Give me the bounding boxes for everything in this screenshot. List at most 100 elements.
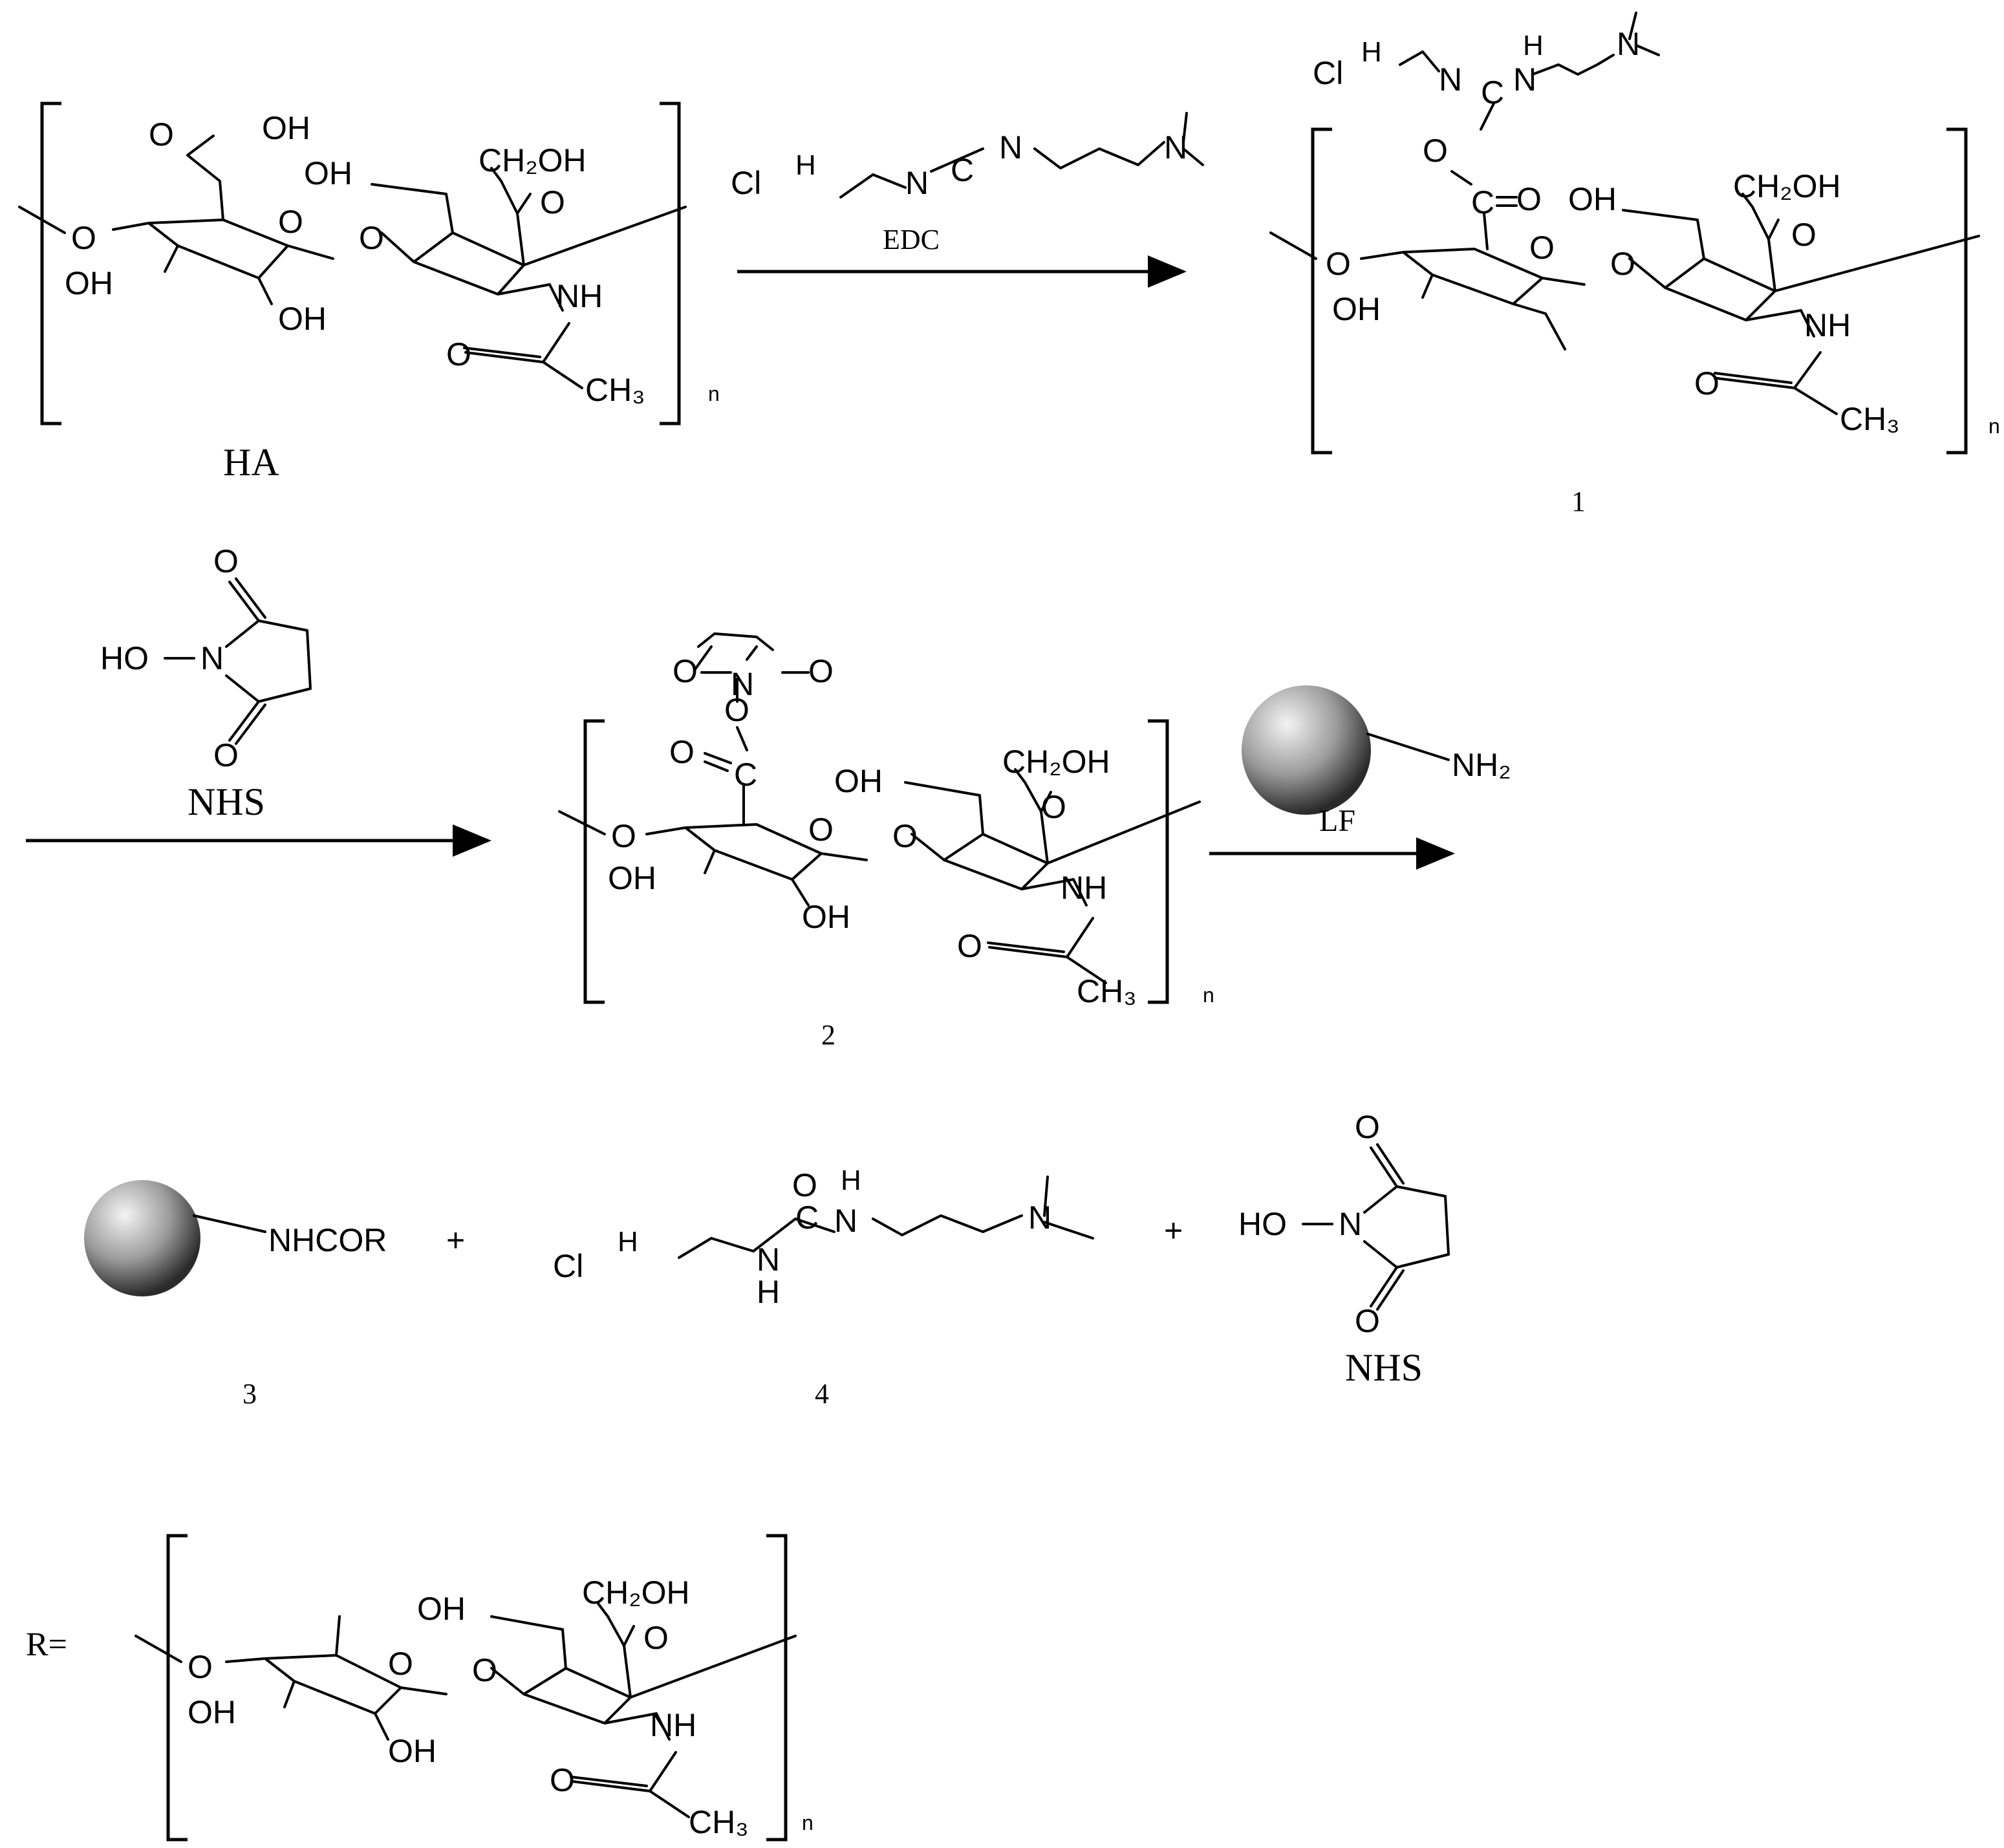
carbonyl-o-label: O (213, 737, 239, 773)
nh-label: NH (556, 278, 603, 314)
c-label: C (1471, 184, 1494, 220)
amide-o-label: O (1694, 365, 1719, 402)
o-link-left: O (1326, 246, 1351, 282)
carbonyl-o-label: O (1355, 1303, 1380, 1339)
c-label: C (734, 757, 757, 793)
reagent-label-edc: EDC (883, 224, 940, 255)
product-label-nhs: NHS (1345, 1346, 1423, 1389)
lf-bead-structure: NH₂ (1242, 685, 1511, 815)
compound-label-ha: HA (223, 441, 279, 484)
c-label: C (1481, 74, 1504, 111)
r-definition-label: R= (26, 1626, 67, 1663)
carbonyl-o-label: O (792, 1167, 817, 1203)
ch2oh-label: CH₂OH (1733, 168, 1841, 204)
ring-o-label: O (808, 811, 834, 848)
n-label: N (1617, 26, 1640, 62)
compound-2-structure: O N O O O C O O O OH OH OH CH₂OH O NH O … (558, 632, 1214, 1009)
cl-label: Cl (553, 1248, 583, 1284)
glyco-o-label: O (472, 1652, 497, 1688)
imide-o-label: O (808, 653, 834, 689)
oh-label: OH (417, 1591, 466, 1627)
ch2oh-label: CH₂OH (479, 142, 587, 178)
nh2-label: NH₂ (1452, 747, 1511, 783)
o-link-left: O (611, 818, 636, 854)
ring-o-label: O (1529, 230, 1555, 266)
oh-label: OH (802, 899, 850, 935)
nh-label: NH (650, 1707, 696, 1743)
c-label: C (795, 1199, 819, 1236)
o-link-left: O (71, 220, 96, 256)
ha-structure: O O OH OH O O OH OH CH₂OH O NH O CH₃ n (18, 102, 720, 425)
carbonyl-o-label: O (1355, 1109, 1380, 1145)
oh-label: OH (304, 155, 352, 191)
oh-label: OH (278, 301, 327, 337)
ring-o-label: O (1791, 217, 1816, 253)
ester-o-label: O (724, 692, 749, 728)
nhs-reagent-structure: O HO N O (100, 543, 312, 773)
n-label: N (905, 165, 929, 201)
n-label: N (999, 129, 1022, 166)
h-label: H (618, 1226, 638, 1258)
cl-label: Cl (731, 165, 761, 201)
ester-o-label: O (1423, 133, 1448, 169)
ch3-label: CH₃ (1840, 401, 1900, 437)
imide-o-label: O (673, 653, 698, 689)
c-label: C (951, 152, 974, 188)
n-label: N (1164, 129, 1187, 166)
repeat-n-label: n (802, 1811, 813, 1834)
ring-o-label: O (643, 1620, 669, 1656)
h-label: H (1523, 30, 1544, 61)
compound-label-4: 4 (815, 1378, 829, 1410)
plus-sign: + (1164, 1212, 1183, 1249)
n-label: N (1439, 61, 1462, 98)
oh-label: OH (834, 763, 883, 799)
ring-o-label: O (388, 1646, 413, 1682)
ring-o-label: O (1041, 789, 1066, 825)
carbonyl-o-label: O (669, 734, 695, 770)
ring-o-label: O (278, 204, 303, 240)
oh-label: OH (608, 860, 656, 896)
oh-label: OH (1568, 181, 1617, 217)
product-3-structure: NHCOR (84, 1180, 387, 1296)
o-link-left: O (188, 1649, 213, 1685)
ch3-label: CH₃ (1077, 973, 1137, 1009)
h-label: H (757, 1274, 780, 1310)
oh-label: OH (388, 1733, 436, 1769)
compound-label-3: 3 (242, 1378, 257, 1410)
repeat-n-label: n (708, 382, 720, 405)
n-label: N (200, 640, 224, 676)
oh-label: OH (65, 265, 113, 301)
compound-label-1: 1 (1571, 486, 1586, 517)
n-label: N (1028, 1199, 1051, 1236)
edc-structure: Cl H N C N N (731, 112, 1204, 201)
reagent-label-nhs: NHS (188, 780, 265, 823)
cl-label: Cl (1313, 55, 1343, 91)
compound-1-structure: Cl H N C N H N O C O O O O OH OH CH₂OH O… (1269, 12, 2000, 455)
carbonyl-o-label: O (213, 543, 239, 579)
nh-label: NH (1804, 307, 1851, 343)
plus-sign: + (446, 1222, 465, 1258)
amide-o-label: O (550, 1762, 575, 1798)
ch3-label: CH₃ (585, 372, 645, 408)
amide-o-label: O (957, 928, 982, 964)
glyco-o-label: O (892, 818, 918, 854)
repeat-n-label: n (1203, 983, 1214, 1007)
oh-label: OH (1332, 291, 1381, 327)
oh-label: OH (262, 110, 310, 146)
oh-label: OH (188, 1694, 236, 1730)
amide-o-label: O (446, 336, 471, 372)
h-label: H (795, 149, 816, 181)
ch3-label: CH₃ (689, 1804, 749, 1840)
n-label: N (731, 666, 754, 702)
ch2oh-label: CH₂OH (1002, 744, 1110, 780)
lf-bead (84, 1180, 200, 1296)
n-label: N (757, 1241, 780, 1278)
lf-bead (1242, 685, 1371, 815)
compound-label-2: 2 (821, 1019, 835, 1051)
ring-o-label: O (540, 184, 565, 220)
glyco-o-label: O (1610, 246, 1635, 282)
ch2oh-label: CH₂OH (582, 1574, 690, 1611)
ho-label: HO (100, 640, 149, 676)
h-label: H (841, 1165, 861, 1196)
